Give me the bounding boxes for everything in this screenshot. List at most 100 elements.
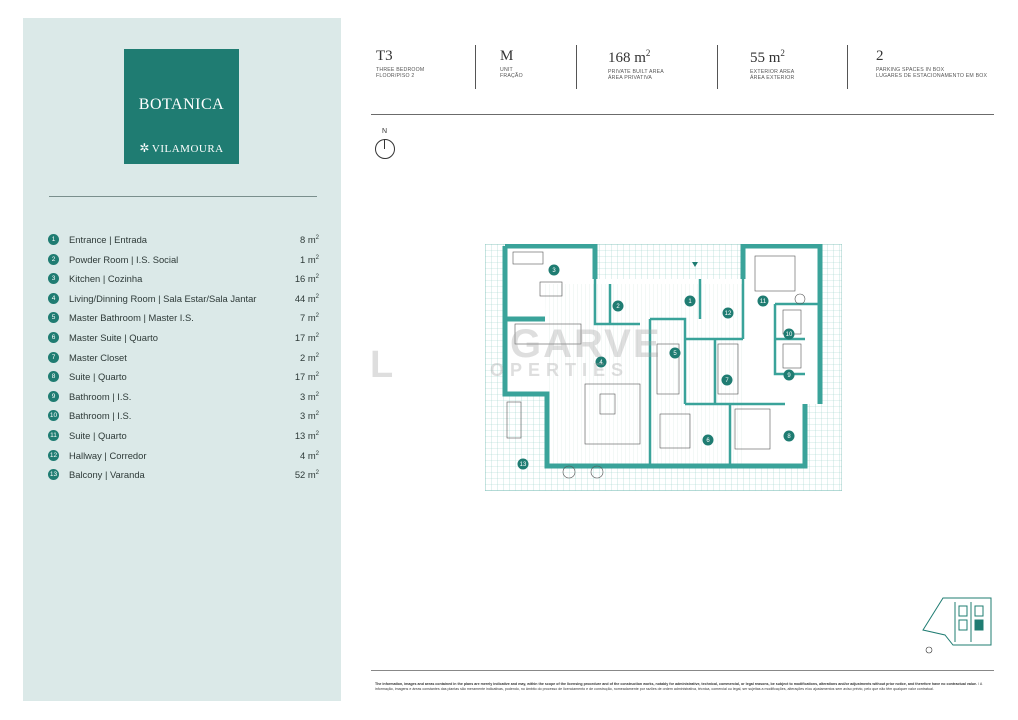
interior-walls xyxy=(593,279,820,466)
header-parking: 2 PARKING SPACES IN BOX LUGARES DE ESTAC… xyxy=(876,48,987,92)
room-number-badge: 6 xyxy=(48,331,59,343)
compass-label: N xyxy=(382,128,388,135)
room-area-value: 1 m xyxy=(300,253,316,265)
room-label: Master Suite | Quarto xyxy=(69,331,158,343)
watermark: L GARVE OPERTIES xyxy=(370,322,660,392)
room-area: 44 m2 xyxy=(295,293,319,304)
room-area-value: 17 m xyxy=(294,371,316,383)
header-private-area: 168 m2 PRIVATE BUILT AREA ÁREA PRIVATIVA xyxy=(608,48,664,92)
svg-text:5: 5 xyxy=(673,351,677,357)
svg-text:4: 4 xyxy=(599,360,603,366)
room-area: 17 m2 xyxy=(295,371,319,382)
room-area: 7 m2 xyxy=(300,312,319,323)
room-area-unit: 2 xyxy=(315,430,319,437)
room-label: Master Bathroom | Master I.S. xyxy=(69,312,194,324)
room-area: 1 m2 xyxy=(300,254,319,265)
exterior-line2: ÁREA EXTERIOR xyxy=(750,75,795,82)
svg-text:2: 2 xyxy=(616,304,620,310)
room-area: 4 m2 xyxy=(300,450,319,461)
room-area-value: 52 m xyxy=(294,469,316,481)
room-marker-4: 4 xyxy=(595,356,607,368)
exterior-area-number: 55 m xyxy=(750,50,781,66)
header-exterior-area: 55 m2 EXTERIOR AREA ÁREA EXTERIOR xyxy=(750,48,794,92)
room-label: Hallway | Corredor xyxy=(69,449,147,461)
room-area: 2 m2 xyxy=(300,352,319,363)
room-area: 17 m2 xyxy=(295,332,319,343)
room-number-badge: 8 xyxy=(48,371,59,383)
unit-caption: UNIT FRAÇÃO xyxy=(500,67,523,79)
room-area: 16 m2 xyxy=(295,273,319,284)
logo-place-text: VILAMOURA xyxy=(151,143,224,155)
room-marker-8: 8 xyxy=(783,430,795,442)
watermark-line2: OPERTIES xyxy=(490,360,630,380)
svg-text:1: 1 xyxy=(688,299,692,305)
room-markers: 1 2 3 4 5 6 7 8 9 10 11 12 13 xyxy=(517,264,795,470)
footer-divider xyxy=(371,670,994,671)
watermark-prefix: L xyxy=(370,344,394,386)
room-label: Bathroom | I.S. xyxy=(69,390,132,402)
room-marker-2: 2 xyxy=(612,300,624,312)
room-number-badge: 12 xyxy=(48,449,59,461)
room-area-unit: 2 xyxy=(315,293,319,300)
room-label: Kitchen | Cozinha xyxy=(69,273,143,285)
room-label: Master Closet xyxy=(69,351,127,363)
private-area-caption: PRIVATE BUILT AREA ÁREA PRIVATIVA xyxy=(608,69,664,81)
compass-needle xyxy=(384,139,385,149)
room-area-unit: 2 xyxy=(315,332,319,339)
room-label: Bathroom | I.S. xyxy=(69,410,132,422)
svg-text:12: 12 xyxy=(725,311,732,317)
private-area-sup: 2 xyxy=(645,48,651,58)
parking-line1: PARKING SPACES IN BOX xyxy=(876,67,945,73)
room-area: 3 m2 xyxy=(300,391,319,402)
room-number-badge: 9 xyxy=(48,390,59,402)
header-type: T3 THREE BEDROOM FLOOR/PISO 2 xyxy=(376,48,424,92)
sidebar-divider xyxy=(49,196,317,197)
logo-brand: BOTANICA xyxy=(138,96,225,113)
room-marker-5: 5 xyxy=(669,347,681,359)
svg-text:10: 10 xyxy=(786,332,793,338)
room-number-badge: 5 xyxy=(48,312,59,324)
disclaimer: The information, images and areas contai… xyxy=(375,682,995,692)
disclaimer-portuguese: / A informação, imagens e áreas constant… xyxy=(375,682,983,691)
svg-text:11: 11 xyxy=(760,299,767,305)
walls xyxy=(502,244,823,469)
room-marker-12: 12 xyxy=(722,307,734,319)
room-label: Suite | Quarto xyxy=(69,371,127,383)
room-area-value: 2 m xyxy=(300,351,316,363)
room-list-item: 6 Master Suite | Quarto 17 m2 xyxy=(48,330,319,350)
room-area: 3 m2 xyxy=(300,410,319,421)
exterior-area-caption: EXTERIOR AREA ÁREA EXTERIOR xyxy=(750,69,794,81)
room-area-value: 44 m xyxy=(294,292,316,304)
room-list-item: 7 Master Closet 2 m2 xyxy=(48,350,319,370)
room-number-badge: 13 xyxy=(48,469,59,481)
svg-text:3: 3 xyxy=(552,268,556,274)
parking-line2: LUGARES DE ESTACIONAMENTO EM BOX xyxy=(876,73,988,80)
unit-line1: UNIT xyxy=(500,67,513,73)
room-area: 13 m2 xyxy=(295,430,319,441)
room-list-item: 5 Master Bathroom | Master I.S. 7 m2 xyxy=(48,310,319,330)
room-area: 52 m2 xyxy=(295,469,319,480)
room-marker-6: 6 xyxy=(702,434,714,446)
parking-caption: PARKING SPACES IN BOX LUGARES DE ESTACIO… xyxy=(876,67,987,79)
room-area-unit: 2 xyxy=(315,391,319,398)
room-area-value: 4 m xyxy=(300,449,316,461)
header-unit: M UNIT FRAÇÃO xyxy=(500,48,523,92)
room-number-badge: 7 xyxy=(48,351,59,363)
room-number-badge: 2 xyxy=(48,253,59,265)
room-area-value: 3 m xyxy=(300,390,316,402)
compass-ring xyxy=(375,139,395,159)
room-list-item: 12 Hallway | Corredor 4 m2 xyxy=(48,448,319,468)
unit-line2: FRAÇÃO xyxy=(500,73,523,80)
key-plan-icon xyxy=(922,597,992,654)
room-area-unit: 2 xyxy=(315,411,319,418)
room-label: Living/Dinning Room | Sala Estar/Sala Ja… xyxy=(69,292,257,304)
header-separator xyxy=(576,45,577,89)
room-area-value: 3 m xyxy=(300,410,316,422)
